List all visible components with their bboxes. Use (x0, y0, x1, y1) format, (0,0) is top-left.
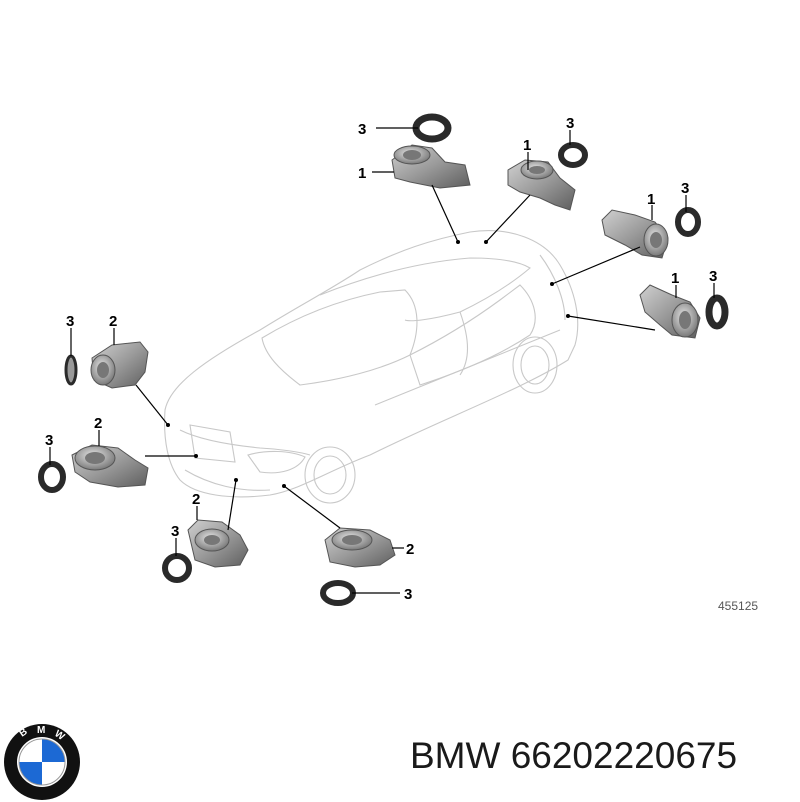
ring-3-front-left (38, 461, 66, 493)
ring-3-rear-top (412, 113, 452, 143)
reference-number: 455125 (718, 599, 758, 613)
callout-label: 3 (358, 121, 366, 138)
callout-label: 2 (109, 313, 117, 330)
callout-label: 3 (171, 523, 179, 540)
logo-letter: M (37, 725, 45, 736)
callout-label: 3 (566, 115, 574, 132)
callout-label: 1 (523, 137, 531, 154)
callout-label: 1 (671, 270, 679, 287)
ring-3-rear-corner (705, 294, 729, 330)
callout-label: 2 (406, 541, 414, 558)
callout-label: 2 (192, 491, 200, 508)
callout-label: 3 (404, 586, 412, 603)
sensor-2-front-left (71, 444, 149, 488)
sensor-1-rear-top (391, 144, 471, 189)
sensor-2-front-center (187, 519, 249, 568)
sensor-1-rear-left (507, 159, 576, 211)
ring-3-front-right (320, 580, 356, 606)
callout-label: 1 (647, 191, 655, 208)
ring-3-rear-left (558, 142, 588, 168)
callout-label: 3 (681, 180, 689, 197)
sensor-1-rear-corner (639, 284, 701, 339)
part-caption: BMW 66202220675 (410, 735, 738, 776)
ring-3-front-center (162, 553, 192, 583)
attachment-points (166, 240, 570, 488)
ring-3-rear-right (675, 207, 701, 237)
ring-3-front-side (64, 354, 78, 386)
leader-lines (49, 127, 715, 594)
sensor-2-front-side (90, 341, 149, 389)
callout-label: 3 (709, 268, 717, 285)
callout-label: 2 (94, 415, 102, 432)
car-outline (164, 230, 579, 504)
callout-label: 1 (358, 165, 366, 182)
callout-labels: 3 1 1 3 1 3 1 3 3 2 2 3 2 3 2 3 (45, 115, 717, 603)
callout-label: 3 (66, 313, 74, 330)
callout-label: 3 (45, 432, 53, 449)
sensor-2-front-right (324, 527, 396, 568)
sensor-1-rear-right (601, 209, 669, 259)
bmw-logo: B M W (4, 724, 80, 800)
